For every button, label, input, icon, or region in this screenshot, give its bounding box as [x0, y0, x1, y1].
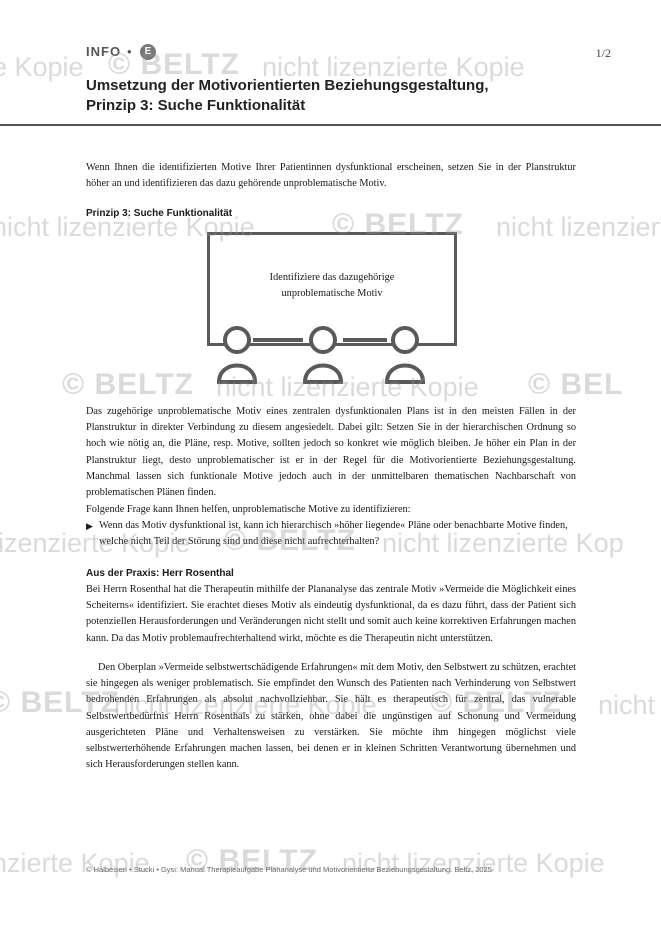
intro-paragraph: Wenn Ihnen die identifizierten Motive Ih… [86, 162, 576, 190]
watermark-text: nicht lizenzierte Kopie [262, 52, 525, 82]
watermark-logo: © BELTZ [332, 208, 464, 241]
page-number: 1/2 [595, 46, 611, 60]
practice-paragraph-1: Bei Herrn Rosenthal hat die Therapeutin … [86, 584, 576, 644]
diagram-frame [207, 232, 457, 346]
diagram-label-line-2: unproblematische Motiv [281, 288, 383, 299]
watermark-text: nicht [598, 690, 656, 720]
watermark-text: nicht lizenzierte Kopie [0, 212, 255, 242]
header-separator: • [127, 44, 132, 59]
watermark-text: nicht lizenzierte Kopie [342, 848, 605, 878]
watermark-logo: © BELTZ [186, 844, 318, 877]
triangle-bullet-icon: ▶ [86, 521, 93, 531]
diagram-label-line-1: Identifiziere das dazugehörige [269, 272, 395, 283]
person-icon [384, 326, 426, 384]
info-tag: INFO [86, 44, 122, 59]
diagram-heading: Prinzip 3: Suche Funktionalität [86, 208, 233, 219]
watermark-logo: © BELTZ [0, 686, 120, 719]
practice-paragraph-2: Den Oberplan »Vermeide selbstwertschädig… [86, 662, 576, 771]
title-line-1: Umsetzung der Motivorientierten Beziehun… [86, 77, 489, 94]
person-icon [216, 326, 258, 384]
diagram-label: Identifiziere das dazugehörige unproblem… [207, 270, 457, 302]
body-paragraph: Das zugehörige unproblematische Motiv ei… [86, 406, 576, 499]
title-line-2: Prinzip 3: Suche Funktionalität [86, 97, 306, 114]
watermark-text: nicht lizenzierte Kopie [216, 372, 479, 402]
watermark-logo: © BELTZ [62, 368, 194, 401]
page-title: Umsetzung der Motivorientierten Beziehun… [86, 76, 566, 116]
watermark-logo: © BELTZ [108, 48, 240, 81]
watermark-logo: © BEL [528, 368, 624, 401]
watermark-text: nicht lizenziert [496, 212, 661, 242]
copyright-footer: © Halbeisen • Stucki • Gysi: Manual Ther… [86, 865, 492, 874]
watermark-text: nicht lizenzierte Kop [382, 528, 624, 558]
question-list: ▶ Wenn das Motiv dysfunktional ist, kann… [86, 518, 581, 550]
watermark-text: nicht lizenzierte Kopie [114, 690, 377, 720]
list-item-text: Wenn das Motiv dysfunktional ist, kann i… [99, 520, 568, 548]
watermark-logo: © BELTZ [224, 524, 356, 557]
watermark-text: nzierte Kopie [0, 848, 150, 878]
question-intro: Folgende Frage kann Ihnen helfen, unprob… [86, 504, 411, 515]
list-item: ▶ Wenn das Motiv dysfunktional ist, kann… [86, 518, 581, 550]
watermark-text: lizenzierte Kopie [0, 528, 191, 558]
watermark-logo: © BELTZ [430, 686, 562, 719]
watermark-text: e Kopie [0, 52, 84, 82]
person-icon [302, 326, 344, 384]
practice-heading: Aus der Praxis: Herr Rosenthal [86, 568, 234, 579]
title-divider [0, 124, 661, 126]
edition-badge: E [140, 44, 156, 60]
people-group-icon [216, 326, 426, 384]
